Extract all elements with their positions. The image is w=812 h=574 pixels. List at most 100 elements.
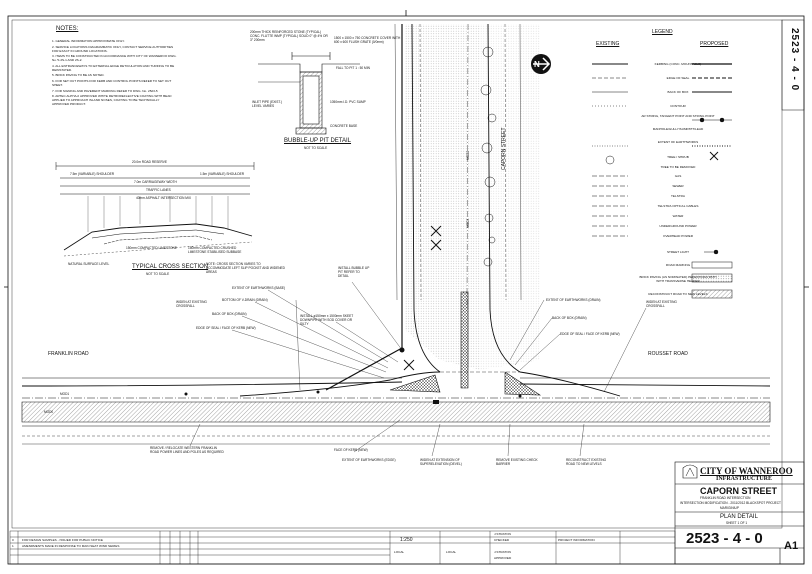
xs-label: 150mm COMPACTED LIMESTONE [126,246,177,250]
legend-header: LEGEND [652,29,673,35]
drawing-number: 2523 - 4 - 0 [686,530,763,547]
legend-item: TREE TO BE REMOVED [660,165,696,169]
note-item: 1. GENERAL INFORMATION APPROXIMATE ONLY. [52,39,125,43]
plan-annotation: BACK OF BOX (DRAIN) [212,312,247,316]
legend-symbols [592,63,733,299]
cross-section-drawing [55,162,255,257]
side-drawing-number: 2523 - 4 - 0 [789,28,800,92]
legend-item: BRICK PAVING (AS NOMINATED) PEDESTRIAN P… [639,275,717,283]
scale-label: 1:250 [400,537,413,543]
city-logo-icon [682,464,698,479]
pit-label: 1050mm I.D. PVC SUMP [330,100,366,104]
legend-item: BACK OF BOX [667,90,689,94]
road-label-caporn: CAPORN STREET [501,127,507,170]
rev-number: 0 [12,538,14,542]
pit-label: INLET PIPE (EXIST.) LEVEL VARIES [252,100,282,108]
road-label-rousset: ROUSSET ROAD [648,351,688,357]
plan-annotation: INSTALL BUBBLE UP PIT REFER TO DETAIL [338,266,370,278]
legend-item: AR STRING, TANGENT POINT AND STRING POIN… [641,114,715,118]
rousset-kerb-north [519,383,771,387]
datum-label: LOCAL [446,550,457,554]
pit-label: 200mm THICK REINFORCED STONE (TYPICAL) C… [250,30,328,42]
xs-label: NATURAL SURFACE LEVEL [68,262,110,266]
note-item: 2. SERVICE LOCATIONS DIAGRAMMATIC ONLY, … [52,44,174,53]
tree-icons [480,46,497,267]
plan-annotation: WIDEN AT EXTENSION OF SUPERELEVATION (DE… [420,458,462,466]
note-item: 3. ITEMS TO BE CONSTRUCTED IN ACCORDANCE… [52,54,177,63]
caporn-kerb-west [411,23,441,373]
rev-number: 1 [12,544,14,548]
pit-detail-subtitle: NOT TO SCALE [304,146,328,150]
legend-item: TELSTRA OPTICAL CABLES [657,204,699,208]
tree-remove-icons [403,225,442,371]
datum-label: LOCAL [394,550,405,554]
chainage-label: MOD2 [466,150,470,160]
project-desc: MARIGINIUP [720,506,739,510]
legend-item: OVERHEAD POWER [663,234,693,238]
legend-item: EDGE OF SEAL [666,76,690,80]
approved-label: APPROVED [494,556,512,560]
pit-detail-title: BUBBLE-UP PIT DETAIL [284,138,352,144]
road-label-franklin: FRANKLIN ROAD [48,351,89,357]
revision-table: 0 FOR DESIGN SAMPLES - ISSUED FOR PUBLIC… [10,531,670,564]
plan-annotation: INSTALL ø150mm x 1500mm SKEET DOWNPIPE W… [300,314,354,326]
legend-item: UNDERGROUND POWER [659,224,697,228]
note-item: 7. FOR SIGNING AND PAVEMENT MARKING REFE… [52,88,158,93]
project-desc: FRANKLIN ROAD INTERSECTION [700,496,751,500]
cross-section-title: TYPICAL CROSS SECTION [132,264,209,270]
rev-description: FOR DESIGN SAMPLES - ISSUED FOR PUBLIC N… [22,538,103,542]
legend-proposed-header: PROPOSED [700,41,729,47]
caporn-kerb-east [487,23,521,373]
notes-list: 1. GENERAL INFORMATION APPROXIMATE ONLY.… [52,39,177,108]
plan-annotation: EXTENT OF EARTHWORKS (EDGE) [342,458,396,462]
xs-label: TRAFFIC LANES [146,188,171,192]
project-info-label: PROJECT INFORMATION [558,538,595,542]
checked-label: CHECKED [494,538,510,542]
reconstruct-band [21,401,771,423]
plan-annotation: EDGE OF SEAL / FACE OF KERB (NEW) [560,332,620,336]
pit-label: CONCRETE BASE [330,124,358,128]
project-desc: INTERSECTION MODIFICATION - 2011/2012 BL… [680,501,781,505]
legend-item: CONTOUR [670,104,686,108]
xs-note: NOTE: CROSS SECTION VARIES TO ACCOMMODAT… [206,262,285,274]
xs-label: 1.5m (VARIABLE) SHOULDER [200,172,245,176]
note-item: 8. ARTEC ALPHA-II APPROVED WHITE RETRORE… [52,94,172,107]
designed-by: J.STRATON [494,532,511,536]
sheet-title: PLAN DETAIL [720,514,758,520]
road-reserve-label: 20.0m ROAD RESERVE [132,160,168,164]
splitter-island-east [504,371,542,396]
splitter-island-west [389,374,441,393]
plan-annotation: FACE OF KERB (NEW) [334,448,368,452]
project-title: CAPORN STREET [700,486,778,496]
median-island [460,291,469,389]
legend-item: RECONSTRUCT ROAD TO NEW LEVELS [648,292,708,296]
revision-table-frame [9,530,676,565]
rev-description: AMENDMENTS MADE IN RESPONSE TO MAIN SEAT… [22,544,120,548]
plan-annotation: WIDEN AT EXISTING CROSSFALL [176,300,207,308]
legend-item: MANHOLE/GULLY/SUMP/PIT/LEAD [652,127,704,131]
legend-item: GAS [674,174,682,178]
legend-item: TREE / SHRUB [667,155,689,159]
legend-existing-header: EXISTING [596,41,620,47]
legend-item: TELSTRA [671,194,685,198]
plan-annotation: EXTENT OF EARTHWORKS (DRAIN) [546,298,601,302]
pit-label: FALL TO PIT 1 : 50 MIN [336,66,370,70]
leader-lines [189,281,647,457]
plan-annotation: EDGE OF SEAL / FACE OF KERB (NEW) [196,326,256,330]
plan-annotation: WIDEN AT EXISTING CROSSFALL [646,300,677,308]
pit-detail-drawing [258,52,360,135]
legend-item: SEWER [672,184,684,188]
side-number-box [781,19,805,111]
legend-item: STREET LIGHT [666,250,690,254]
title-block-frame [674,461,805,565]
legend-item: ROAD MARKING [665,263,691,267]
notes-title: NOTES: [56,26,79,32]
xs-label: 150mm COMPACTED CRUSHED LIMESTONE STABIL… [188,246,242,254]
inner-border [11,19,783,529]
legend-item: EXTENT OF EARTHWORKS [657,140,699,144]
org-name: CITY OF WANNEROO [700,466,793,476]
xs-label: 7.5m (VARIABLE) SHOULDER [70,172,115,176]
plan-annotation: EXTENT OF EARTHWORKS (BASE) [232,286,286,290]
note-item: 6. FOR SET OUT POINTS FOR KERB AND CONTR… [52,78,172,87]
